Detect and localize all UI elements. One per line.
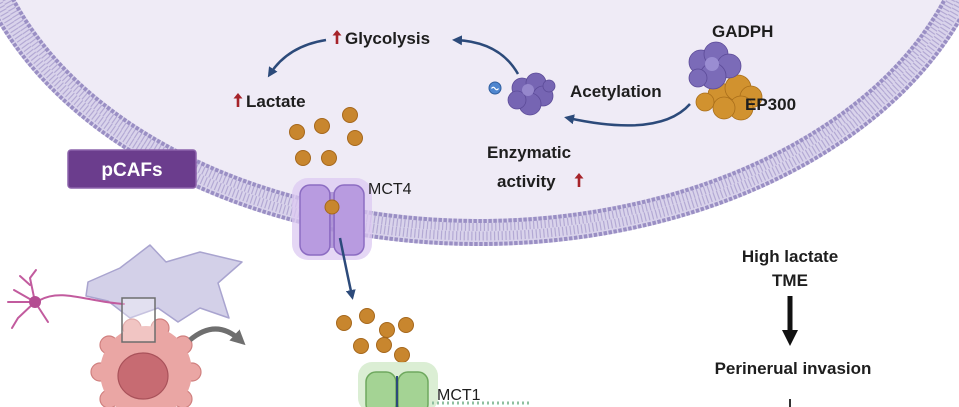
acetyl-group-icon	[488, 81, 502, 95]
enzyme-subunit	[542, 79, 556, 93]
increase-arrow-icon	[332, 30, 342, 44]
cancer-cell-nucleus	[117, 352, 169, 400]
mct1-label: MCT1	[437, 387, 481, 404]
fibroblast-body	[85, 244, 243, 323]
neuron-dendrites	[7, 269, 49, 329]
enzyme-highlight	[522, 84, 534, 96]
cell-membrane	[0, 0, 959, 246]
lactate-molecule-icon	[376, 337, 392, 353]
lactate-molecule-icon	[347, 130, 363, 146]
mct1-left-half	[365, 371, 397, 407]
lactate-label: Lactate	[246, 92, 306, 111]
lactate-molecule-icon	[314, 118, 330, 134]
enzyme-subunit	[507, 90, 527, 110]
high-lactate-label: High lactate	[742, 247, 838, 266]
glycolysis-label: Glycolysis	[345, 29, 430, 48]
enzyme-protein-icon	[507, 72, 556, 116]
increase-arrow-shape	[574, 173, 584, 187]
gadph-label: GADPH	[712, 22, 773, 41]
lactate-molecule-icon	[353, 338, 369, 354]
acetyl-mark	[491, 86, 499, 91]
pcafs-badge: pCAFs	[67, 149, 197, 189]
lactate-molecule-icon	[379, 322, 395, 338]
neuron-icon	[7, 269, 125, 329]
pcafs-label: pCAFs	[101, 160, 162, 181]
mct1-right-half	[397, 371, 429, 407]
intracellular-lactate	[289, 107, 363, 166]
lactate-export-arrow	[338, 237, 356, 300]
lipid-heads-inner	[11, 0, 947, 223]
mct4-label: MCT4	[368, 181, 412, 198]
gadph-protein	[688, 41, 742, 90]
activity-label: activity	[497, 172, 556, 191]
mct1-transporter-icon	[358, 362, 438, 407]
complex-to-enzyme-arrow	[564, 103, 691, 127]
lactate-molecule-icon	[324, 199, 340, 215]
cancer-cell-icon	[90, 318, 202, 407]
lactate-molecule-icon	[359, 308, 375, 324]
increase-arrow-icon	[574, 173, 584, 187]
tme-label: TME	[772, 271, 808, 290]
lactate-molecule-icon	[295, 150, 311, 166]
ep300-subunit	[712, 96, 736, 120]
lactate-molecule-icon	[321, 150, 337, 166]
fibroblast-icon	[85, 244, 243, 323]
lactate-molecule-icon	[342, 107, 358, 123]
lactate-molecule-icon	[398, 317, 414, 333]
enzymatic-label: Enzymatic	[487, 143, 571, 162]
ep300-protein	[695, 74, 763, 121]
neuron-axon	[39, 294, 125, 305]
lactate-molecule-icon	[289, 124, 305, 140]
gadph-highlight	[705, 57, 719, 71]
mct4-transporter-icon	[292, 178, 372, 260]
lactate-molecule-icon	[336, 315, 352, 331]
increase-arrow-shape	[332, 30, 342, 44]
gadph-ep300-complex-icon	[688, 41, 763, 121]
enzyme-to-glycolysis-arrow	[452, 35, 520, 75]
ep300-label: EP300	[745, 95, 796, 114]
neuron-soma	[29, 296, 41, 308]
lipid-tails-outer	[0, 0, 959, 241]
increase-arrow-shape	[233, 93, 243, 107]
mct4-right-half	[333, 184, 365, 256]
glycolysis-to-lactate-arrow	[267, 38, 327, 78]
zoom-arrow	[188, 326, 246, 346]
lactate-molecule-icon	[394, 347, 410, 363]
ep300-subunit	[695, 92, 715, 112]
extracellular-lactate	[336, 308, 414, 363]
mct4-left-half	[299, 184, 331, 256]
acetylation-label: Acetylation	[570, 82, 662, 101]
gadph-subunit	[688, 68, 708, 88]
pcafs-box	[67, 149, 197, 189]
mct4-channel	[329, 192, 335, 248]
increase-arrow-icon	[233, 93, 243, 107]
zoom-box	[121, 297, 156, 343]
perineural-invasion-label: Perinerual invasion	[715, 359, 872, 378]
